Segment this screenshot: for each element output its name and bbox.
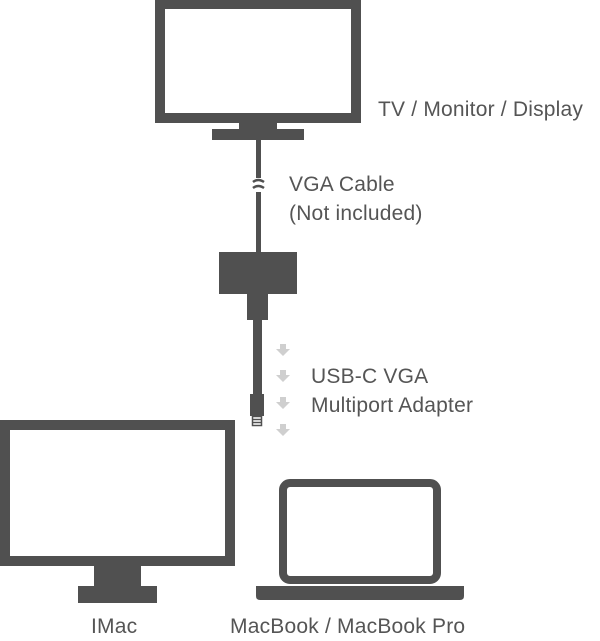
imac-chin xyxy=(0,556,235,566)
imac-neck xyxy=(94,566,141,586)
vga-cable-label-line2: (Not included) xyxy=(289,202,423,225)
imac-icon xyxy=(0,420,235,603)
monitor-screen xyxy=(155,0,361,123)
adapter-collar xyxy=(247,294,268,320)
imac-screen xyxy=(0,420,235,566)
macbook-screen xyxy=(279,479,441,584)
down-arrow-icon xyxy=(276,424,290,436)
usb-c-plug xyxy=(250,394,264,416)
usb-c-tip xyxy=(251,415,263,427)
vga-cable xyxy=(252,140,265,252)
usb-c-vga-adapter-icon xyxy=(219,252,297,427)
imac-base xyxy=(78,586,157,603)
macbook-base xyxy=(256,586,464,600)
monitor-label: TV / Monitor / Display xyxy=(378,98,584,121)
vga-cable-label-line1: VGA Cable xyxy=(289,173,395,196)
monitor-neck xyxy=(239,122,277,130)
vga-cable-lower xyxy=(256,192,261,252)
monitor-icon xyxy=(155,0,361,140)
imac-label: IMac xyxy=(91,615,138,638)
down-arrow-icon xyxy=(276,397,290,409)
vga-cable-upper xyxy=(256,140,261,178)
adapter-label-line2: Multiport Adapter xyxy=(311,394,474,417)
adapter-label-line1: USB-C VGA xyxy=(311,365,429,388)
down-arrow-icon xyxy=(276,344,290,356)
adapter-body xyxy=(219,252,297,294)
monitor-base xyxy=(212,129,304,140)
macbook-label: MacBook / MacBook Pro xyxy=(230,615,466,638)
adapter-cable xyxy=(253,320,262,394)
down-arrow-icons xyxy=(276,344,290,436)
cable-break-icon xyxy=(252,178,265,190)
macbook-laptop-icon xyxy=(256,479,464,600)
down-arrow-icon xyxy=(276,370,290,382)
